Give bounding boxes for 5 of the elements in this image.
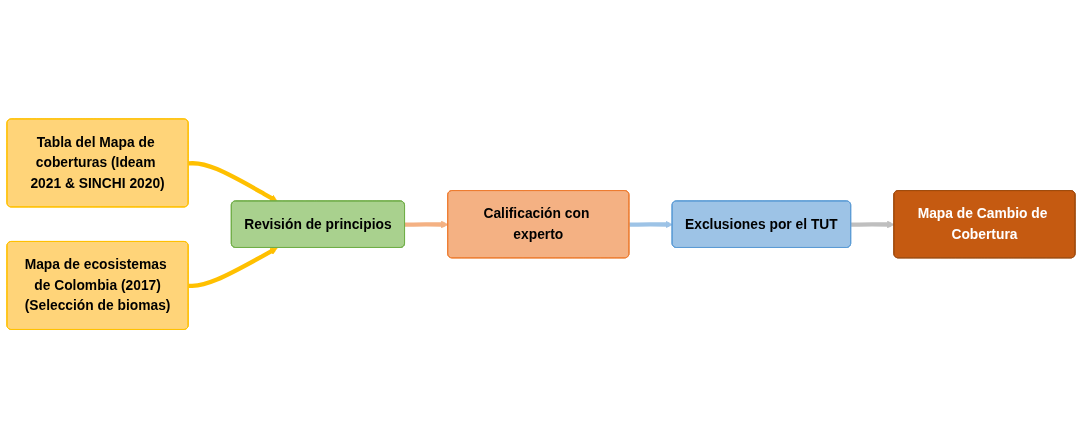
arrow xyxy=(188,160,278,202)
arrow xyxy=(404,220,449,229)
arrow xyxy=(629,220,673,229)
arrow xyxy=(851,220,895,229)
arrow xyxy=(188,247,278,288)
